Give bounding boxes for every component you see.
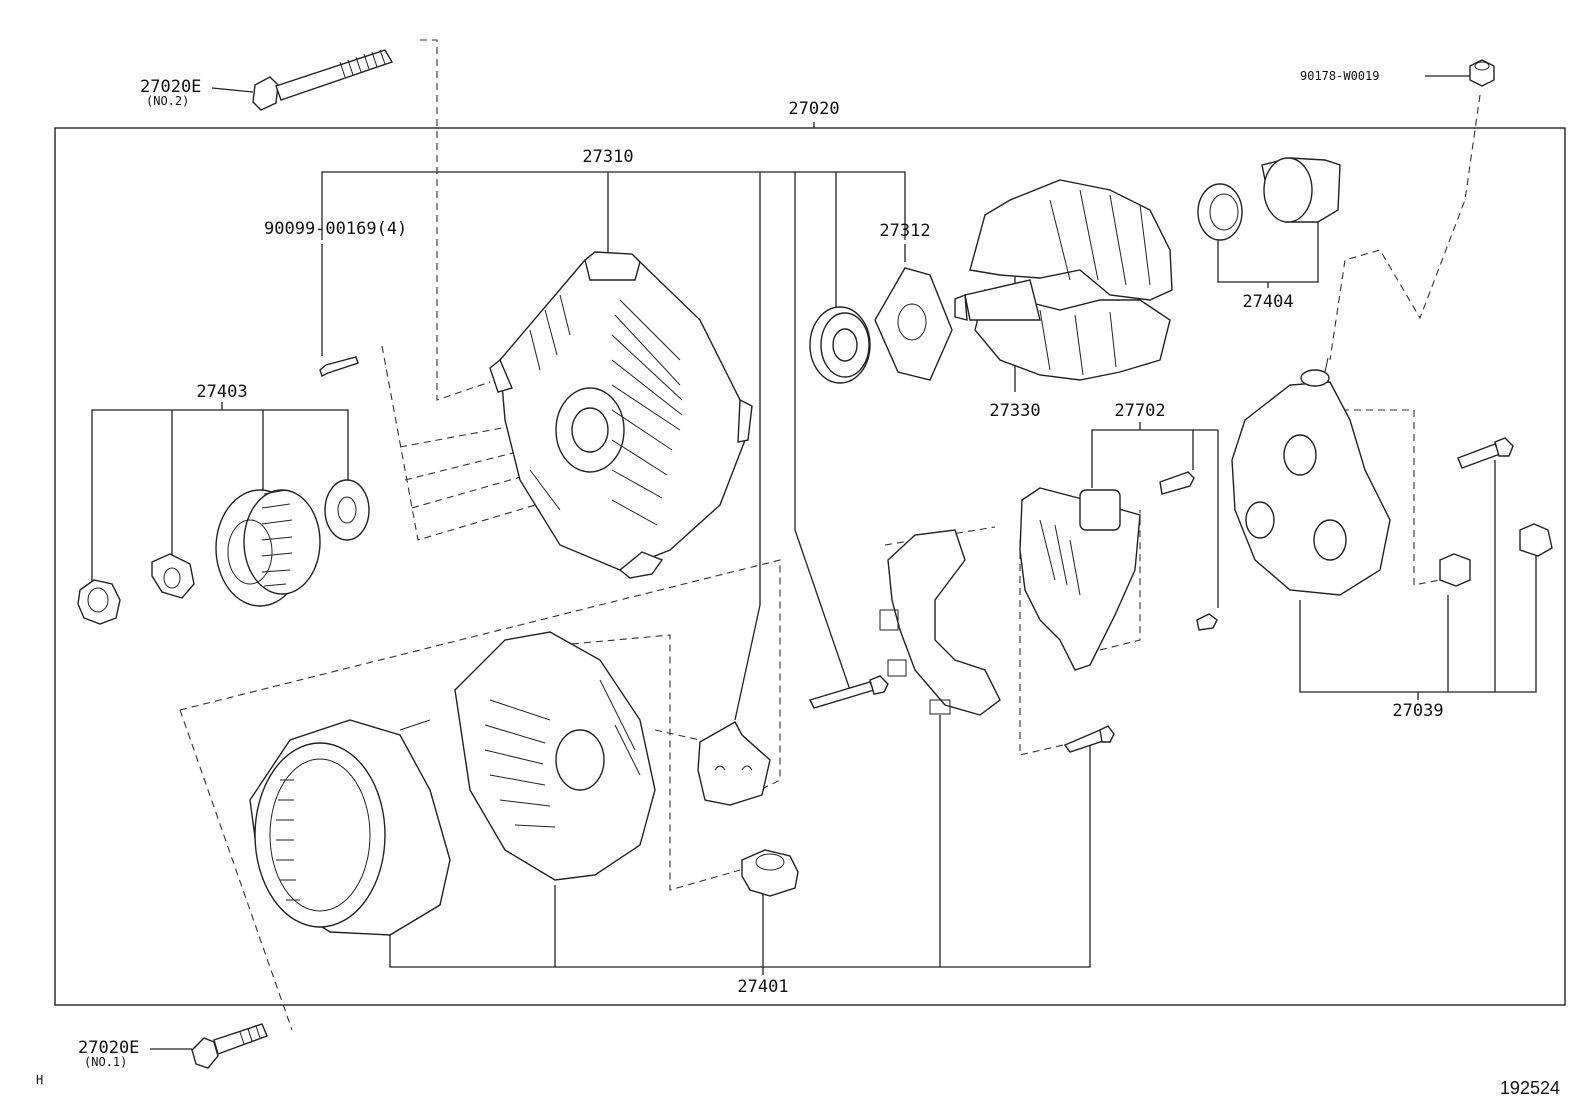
rear-cover-bushing [1519, 523, 1553, 557]
terminal-plate [697, 721, 771, 806]
rear-end-cover [1231, 357, 1391, 596]
label-rotor: 27330 [989, 401, 1040, 421]
front-bearing [809, 306, 871, 384]
label-regulator: 27702 [1114, 401, 1165, 421]
label-bolt-no1-note: (NO.1) [84, 1055, 127, 1069]
label-stator-set: 27401 [737, 977, 788, 997]
diagram-id: 192524 [1500, 1078, 1560, 1098]
rear-cover-insulator [1439, 553, 1471, 587]
pulley-washer [151, 553, 195, 599]
terminal-nut [1469, 59, 1495, 87]
rectifier-end-frame [454, 631, 656, 881]
brush-holder-bolt [809, 675, 889, 709]
regulator-screw-bottom [1196, 613, 1218, 631]
label-screw-set: 90099-00169(4) [264, 219, 407, 239]
label-bearing-set: 27404 [1242, 292, 1293, 312]
terminal-bushing [741, 849, 799, 897]
through-bolt-no2 [252, 49, 394, 111]
label-bolt-no1: 27020E [78, 1038, 139, 1058]
label-assembly: 27020 [788, 99, 839, 119]
label-rectifier-cover: 27039 [1392, 701, 1443, 721]
label-bolt-no2: 27020E [140, 77, 201, 97]
label-bolt-no2-note: (NO.2) [146, 94, 189, 108]
assembly-frame [54, 127, 1566, 1006]
label-pulley: 27403 [196, 382, 247, 402]
bearing-cover [1261, 157, 1341, 223]
rear-bearing [1197, 183, 1243, 241]
label-housing: 27310 [582, 147, 633, 167]
through-bolt-no1 [191, 1023, 268, 1069]
drive-end-housing [489, 251, 753, 579]
rear-cover-bolt [1457, 437, 1514, 469]
label-nut: 90178-W0019 [1300, 69, 1379, 83]
pulley-nut [77, 579, 121, 625]
pulley [215, 489, 321, 607]
corner-mark: H [36, 1073, 43, 1087]
housing-screw [319, 356, 359, 377]
bearing-retainer [874, 267, 953, 381]
rectifier-bolt [1063, 725, 1115, 753]
label-retainer: 27312 [879, 221, 930, 241]
stator [249, 719, 451, 936]
rotor-assembly [954, 179, 1173, 381]
pulley-spacer [324, 479, 370, 541]
voltage-regulator [1019, 487, 1141, 671]
brush-holder [879, 529, 1001, 716]
regulator-screw-top [1159, 471, 1195, 495]
